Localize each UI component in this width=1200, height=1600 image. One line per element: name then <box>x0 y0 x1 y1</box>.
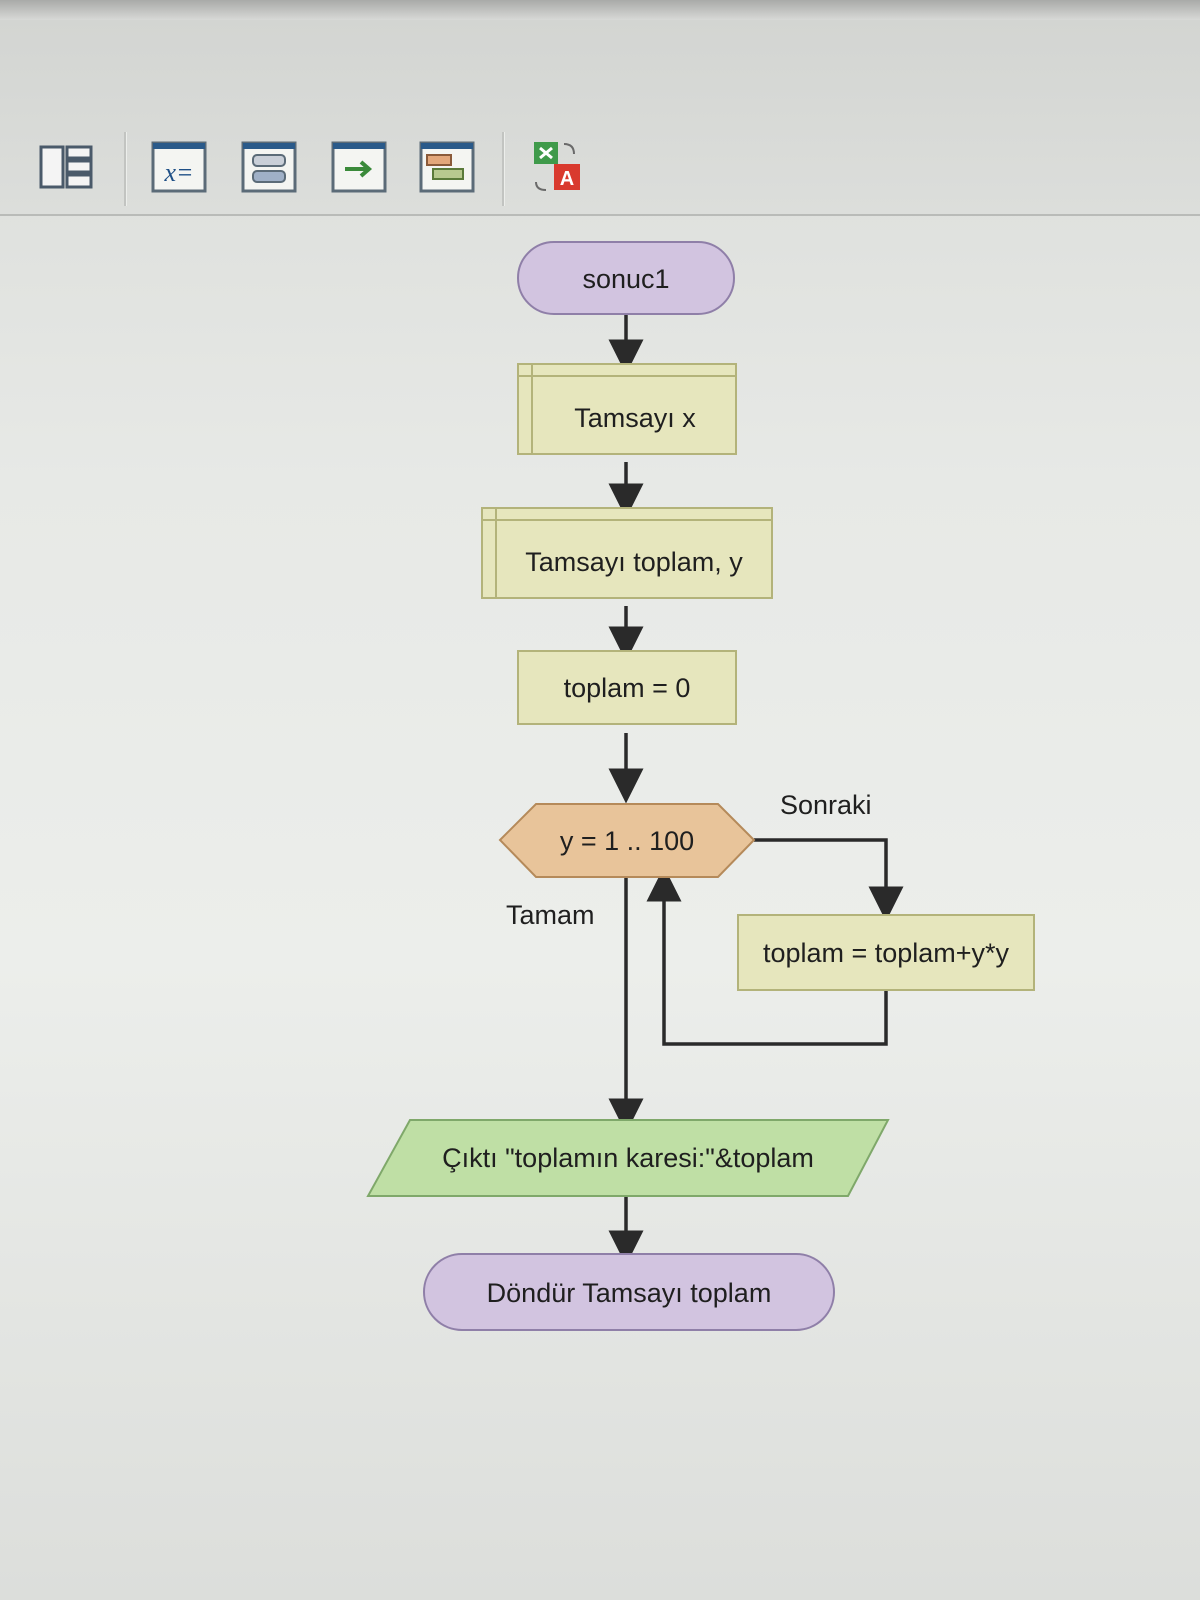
end-node[interactable]: Döndür Tamsayı toplam <box>423 1253 835 1331</box>
loop-done-label: Tamam <box>506 900 595 930</box>
output-node[interactable]: Çıktı "toplamın karesi:"&toplam <box>366 1119 890 1197</box>
assign-body-node-text: toplam = toplam+y*y <box>763 938 1010 968</box>
start-node-text: sonuc1 <box>582 264 669 294</box>
loop-next-label: Sonraki <box>780 790 872 820</box>
assign-icon-label: x= <box>163 158 193 187</box>
declare-button[interactable] <box>36 136 98 198</box>
loop-node[interactable]: y = 1 .. 100 <box>498 803 756 878</box>
declare-toplam-y-node-text: Tamsayı toplam, y <box>525 547 743 577</box>
declare-x-node[interactable]: Tamsayı x <box>517 363 737 455</box>
toolbar-separator <box>502 132 505 206</box>
end-node-text: Döndür Tamsayı toplam <box>487 1278 772 1308</box>
declare-x-node-text: Tamsayı x <box>574 403 696 433</box>
toolbar-separator <box>124 132 127 206</box>
input-button[interactable] <box>328 136 390 198</box>
assign-body-node[interactable]: toplam = toplam+y*y <box>737 914 1035 991</box>
output-icon <box>419 141 475 193</box>
connector-loop-back <box>646 866 888 1046</box>
loop-node-text: y = 1 .. 100 <box>560 826 694 856</box>
assign-button[interactable]: x= <box>148 136 210 198</box>
translate-icon-label: A <box>560 168 574 190</box>
connector-loop-next <box>754 838 904 922</box>
flowchart: sonuc1 Tamsayı x Tamsayı toplam, y topla… <box>366 241 1035 1331</box>
assign-icon: x= <box>151 141 207 193</box>
declare-icon <box>39 145 93 189</box>
toolbar: x= <box>0 20 1200 216</box>
assign-init-node[interactable]: toplam = 0 <box>517 650 737 725</box>
call-icon <box>241 141 297 193</box>
output-button[interactable] <box>416 136 478 198</box>
top-bezel <box>0 0 1200 20</box>
output-node-text: Çıktı "toplamın karesi:"&toplam <box>442 1143 814 1173</box>
declare-toplam-y-node[interactable]: Tamsayı toplam, y <box>481 507 773 599</box>
start-node[interactable]: sonuc1 <box>517 241 735 315</box>
flowchart-canvas: sonuc1 Tamsayı x Tamsayı toplam, y topla… <box>0 216 1200 1600</box>
translate-button[interactable]: A <box>528 136 590 198</box>
input-icon <box>331 141 387 193</box>
call-button[interactable] <box>238 136 300 198</box>
translate-icon: A <box>534 142 580 191</box>
assign-init-node-text: toplam = 0 <box>564 673 691 703</box>
